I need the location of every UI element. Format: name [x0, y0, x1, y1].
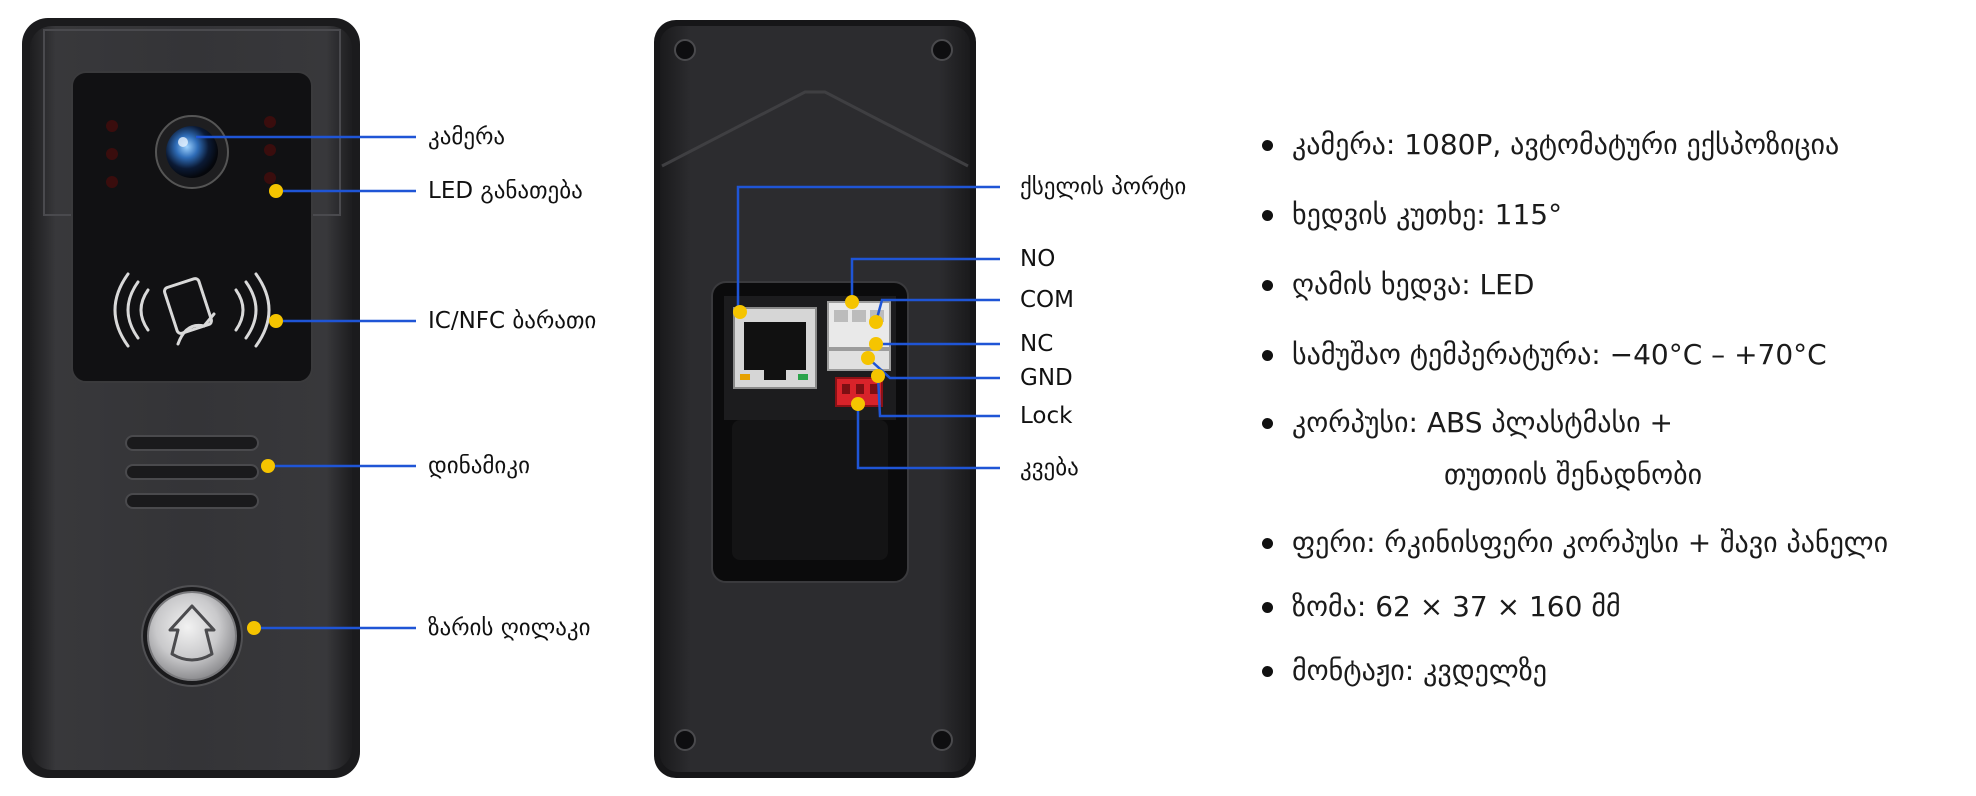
- bullet-icon: [1262, 350, 1273, 361]
- screw-icon: [674, 39, 953, 751]
- camera-panel: [71, 71, 313, 383]
- callout-dots: [247, 184, 885, 635]
- back-panel-device: [654, 20, 976, 778]
- spec-item-continuation: თუთიის შენადნობი: [1444, 458, 1703, 491]
- bell-button-icon: [141, 585, 243, 687]
- front-panel-device: [22, 18, 360, 778]
- label-nc: NC: [1020, 331, 1054, 357]
- camera-lens-icon: [155, 115, 229, 189]
- label-led-lighting: LED განათება: [428, 178, 583, 204]
- callout-lines: [196, 135, 1000, 630]
- power-terminal-icon: [835, 377, 883, 407]
- label-camera: კამერა: [428, 124, 506, 150]
- bullet-icon: [1262, 538, 1273, 549]
- label-gnd: GND: [1020, 365, 1073, 391]
- label-speaker: დინამიკი: [428, 453, 530, 479]
- bullet-icon: [1262, 602, 1273, 613]
- nfc-card-icon: [113, 272, 271, 348]
- ethernet-port-icon: [733, 307, 817, 389]
- label-power: კვება: [1020, 455, 1079, 481]
- relay-terminal-icon: [827, 301, 891, 371]
- bullet-icon: [1262, 280, 1273, 291]
- label-bell-button: ზარის ღილაკი: [428, 615, 591, 641]
- label-nfc-card: IC/NFC ბარათი: [428, 308, 597, 334]
- ir-led-right-icon: [264, 116, 276, 184]
- label-network-port: ქსელის პორტი: [1020, 174, 1187, 200]
- bullet-icon: [1262, 210, 1273, 221]
- label-no: NO: [1020, 246, 1056, 272]
- label-lock: Lock: [1020, 403, 1073, 429]
- speaker-grille: [125, 435, 259, 509]
- ir-led-left-icon: [106, 120, 118, 188]
- bullet-icon: [1262, 666, 1273, 677]
- label-com: COM: [1020, 287, 1075, 313]
- bullet-icon: [1262, 140, 1273, 151]
- bullet-icon: [1262, 418, 1273, 429]
